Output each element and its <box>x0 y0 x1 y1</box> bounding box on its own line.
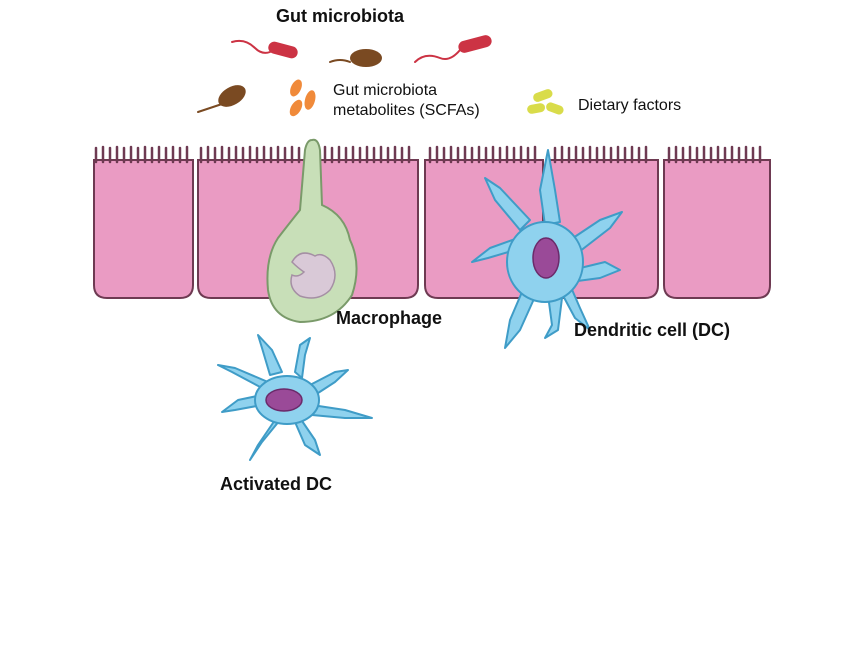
rod-bacterium-icon <box>414 35 492 63</box>
activated-dc-nucleus <box>265 388 303 412</box>
macrophage-cell <box>266 138 358 324</box>
macrophage-label: Macrophage <box>336 308 443 328</box>
flagellated-bacterium-icon <box>329 49 382 67</box>
metabolites-label-line1: Gut microbiota <box>333 82 438 99</box>
dendritic-cell-label: Dendritic cell (DC) <box>574 320 731 340</box>
flagellated-bacterium-icon <box>197 85 246 113</box>
activated-dc-label: Activated DC <box>220 474 333 494</box>
macrophage-nucleus <box>290 252 336 299</box>
dendritic-cell-nucleus <box>532 237 560 279</box>
rod-bacterium-icon <box>231 39 298 59</box>
metabolites-label: Gut microbiota metabolites (SCFAs) <box>333 81 480 121</box>
epithelial-layer <box>93 145 771 299</box>
activated-dendritic-cell <box>217 334 373 461</box>
scfa-particles-icon <box>289 79 316 117</box>
dendritic-cell <box>471 149 623 349</box>
epithelial-cell <box>93 145 194 299</box>
metabolites-label-line2: metabolites (SCFAs) <box>333 102 480 119</box>
epithelial-cell <box>663 145 771 299</box>
dietary-particles-icon <box>527 89 564 115</box>
dietary-factors-label: Dietary factors <box>578 97 682 114</box>
gut-microbiota-label: Gut microbiota <box>276 6 405 26</box>
